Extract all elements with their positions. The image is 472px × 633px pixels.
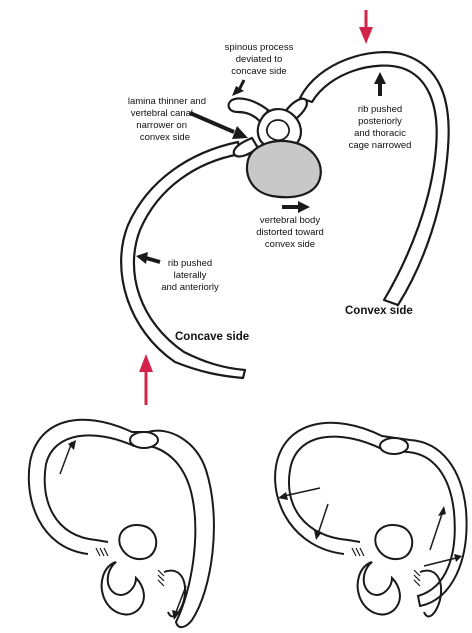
svg-text:lamina thinner and: lamina thinner and	[128, 96, 206, 107]
rib-posterior-arrowhead	[374, 72, 386, 84]
vertebra-left	[119, 525, 156, 559]
vertebra	[229, 98, 321, 197]
svg-text:and thoracic: and thoracic	[354, 128, 406, 139]
sternum-right	[380, 438, 408, 454]
svg-text:and anteriorly: and anteriorly	[161, 282, 219, 293]
spinous-process-arrowhead	[232, 86, 244, 96]
label-rib-posterior: rib pushed posteriorly and thoracic cage…	[349, 104, 412, 151]
vertebra-left-arch	[102, 562, 144, 614]
vertebral-canal	[267, 120, 289, 140]
svg-text:rib pushed: rib pushed	[168, 258, 212, 269]
bottom-right-figure	[275, 423, 466, 617]
label-rib-lateral: rib pushed laterally and anteriorly	[161, 258, 219, 293]
down-arrow-icon	[359, 27, 373, 44]
top-figure: spinous process deviated to concave side…	[121, 10, 449, 405]
label-vertebral-body: vertebral body distorted toward convex s…	[256, 215, 324, 250]
vertebra-right-arch	[358, 562, 400, 614]
svg-text:distorted toward: distorted toward	[256, 227, 324, 238]
svg-text:cage narrowed: cage narrowed	[349, 140, 412, 151]
svg-text:posteriorly: posteriorly	[358, 116, 402, 127]
svg-text:vertebral body: vertebral body	[260, 215, 320, 226]
svg-text:convex side: convex side	[265, 239, 315, 250]
svg-text:deviated to: deviated to	[236, 54, 282, 65]
svg-text:rib pushed: rib pushed	[358, 104, 402, 115]
svg-text:concave side: concave side	[231, 66, 286, 77]
svg-text:laterally: laterally	[174, 270, 207, 281]
svg-text:vertebral canal: vertebral canal	[131, 108, 193, 119]
lamina-arrowhead	[232, 126, 248, 139]
rib-lateral-arrowhead	[136, 252, 148, 264]
vertebral-body-arrowhead	[298, 201, 310, 213]
label-lamina: lamina thinner and vertebral canal narro…	[128, 96, 206, 143]
svg-text:convex side: convex side	[140, 132, 190, 143]
rib-lateral-arrow	[146, 258, 160, 262]
vertebral-body	[247, 141, 321, 197]
label-spinous-process: spinous process deviated to concave side	[225, 42, 294, 77]
deformation-arrows-right	[278, 488, 462, 566]
vertebra-right	[375, 525, 412, 559]
convex-side-label: Convex side	[345, 305, 413, 317]
svg-text:spinous process: spinous process	[225, 42, 294, 53]
concave-side-label: Concave side	[175, 331, 249, 343]
lamina-arrow	[190, 113, 234, 132]
up-arrow-icon	[139, 354, 153, 372]
bottom-left-figure	[29, 420, 214, 627]
convex-side-rib	[300, 52, 449, 305]
svg-text:narrower on: narrower on	[136, 120, 187, 131]
sternum-left	[130, 432, 158, 448]
